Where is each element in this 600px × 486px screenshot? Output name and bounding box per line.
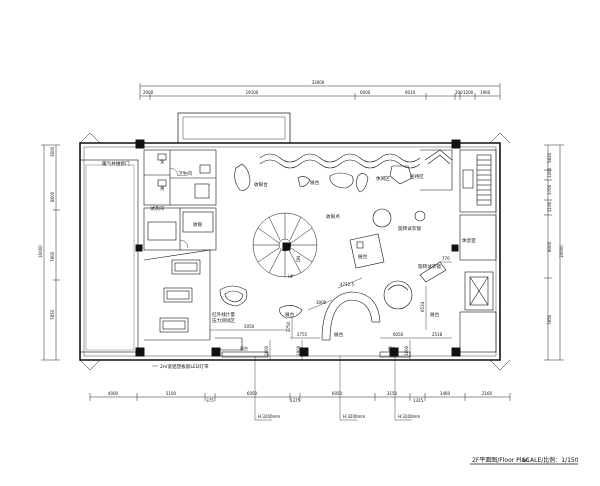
top-dim-2: 19100 bbox=[246, 90, 259, 95]
inner-dim-1: 5050 bbox=[244, 324, 255, 329]
bottom-dim-10: 2160 bbox=[482, 391, 493, 396]
right-dim-4: 2100 bbox=[547, 201, 552, 212]
top-dim-6: 1200 bbox=[463, 90, 474, 95]
left-dim-2: 8600 bbox=[50, 191, 55, 202]
left-dimension-chain bbox=[41, 144, 60, 361]
inner-dim-2: 2755 bbox=[297, 332, 308, 337]
lounge-furniture bbox=[234, 163, 413, 193]
room-east-label: 展台 bbox=[430, 311, 440, 318]
right-dim-1: 5820 bbox=[547, 152, 552, 163]
center-islands bbox=[349, 208, 447, 310]
room-fitting-label: 试衣间 bbox=[150, 205, 164, 212]
room-female-wc-label: 女 bbox=[160, 158, 165, 165]
room-stair-door-label: 暖气井维修门 bbox=[102, 160, 130, 167]
left-rooms bbox=[143, 149, 217, 251]
right-dimension-chain bbox=[544, 144, 564, 361]
bottom-dim-4: 6050 bbox=[247, 391, 258, 396]
inner-dim-10: 1800 bbox=[264, 345, 269, 356]
window-sill-1: 窗台 bbox=[240, 345, 248, 351]
room-red-carpet-label-2: 压力测试区 bbox=[212, 317, 235, 324]
top-total-dim: 33000 bbox=[312, 80, 325, 85]
spiral-stair bbox=[252, 212, 318, 278]
bottom-dim-5: 1375 bbox=[290, 398, 301, 403]
room-led-label: 2m宽铝塑板嵌LED灯带 bbox=[160, 363, 209, 370]
bottom-dim-2: 5100 bbox=[166, 391, 177, 396]
top-dim-4: 6010 bbox=[405, 90, 416, 95]
room-display-label: 展台 bbox=[310, 179, 320, 186]
room-rotating-a-label: 旋转试衣镜 bbox=[398, 225, 421, 232]
right-dim-3: 3700 bbox=[547, 184, 552, 195]
elevation-1: H:3200mm bbox=[258, 414, 280, 419]
room-counter-label: 收银点 bbox=[326, 213, 340, 220]
top-dim-3: 6000 bbox=[360, 90, 371, 95]
left-dim-1: 3600 bbox=[50, 146, 55, 157]
left-lounge bbox=[143, 249, 303, 351]
stair-dn-label: DN bbox=[296, 256, 301, 262]
elevation-callouts bbox=[254, 356, 412, 421]
right-dim-5: 8000 bbox=[547, 241, 552, 252]
bottom-dim-8: 1325 bbox=[413, 398, 424, 403]
inner-dim-5: 2518 bbox=[432, 332, 443, 337]
inner-dim-11: 1800 bbox=[296, 345, 301, 356]
room-stage-b-label: 展台 bbox=[285, 311, 295, 318]
window-sill-2: 窗台 bbox=[388, 345, 396, 351]
corner-office bbox=[420, 149, 453, 191]
bottom-dim-9: 3460 bbox=[440, 391, 451, 396]
curved-stage bbox=[321, 291, 381, 341]
bottom-dim-7: 3150 bbox=[387, 391, 398, 396]
window-sills bbox=[221, 351, 411, 358]
inner-dim-8: 2750 bbox=[286, 321, 291, 332]
right-dim-6: 16000 bbox=[559, 245, 564, 258]
room-male-wc-label: 男 bbox=[160, 186, 165, 192]
bottom-dim-1: 4000 bbox=[108, 391, 119, 396]
inner-dim-4: 6050 bbox=[393, 332, 404, 337]
room-rest-label: 休息室 bbox=[462, 237, 476, 244]
room-cashier-label: 收银 bbox=[193, 221, 203, 228]
stair-up-label: UP bbox=[288, 274, 294, 279]
left-dim-5: 7850 bbox=[50, 309, 55, 320]
inner-dim-9: 4712.5 bbox=[340, 282, 354, 287]
inner-dim-7: 6534 bbox=[420, 301, 425, 312]
bottom-dim-3: 375 bbox=[206, 398, 214, 403]
room-guest-label: 招待区 bbox=[410, 173, 424, 180]
top-dim-7: 1960 bbox=[480, 90, 491, 95]
inner-dimensions bbox=[210, 261, 452, 360]
left-dim-4: 7800 bbox=[50, 251, 55, 262]
inner-dim-6: 770 bbox=[442, 256, 450, 261]
service-core bbox=[459, 149, 497, 353]
right-dim-7: 7850 bbox=[547, 314, 552, 325]
bottom-dimension-chain bbox=[89, 393, 511, 401]
right-dim-2: 1200 bbox=[547, 167, 552, 178]
top-dim-1: 2000 bbox=[143, 90, 154, 95]
room-style-label: 休闲区 bbox=[376, 175, 390, 182]
drawing-title: 2F平面图/Floor Plan bbox=[472, 457, 529, 464]
elevation-3: H:3200mm bbox=[398, 414, 420, 419]
room-bar-label: 收银台 bbox=[254, 181, 268, 188]
top-dimension-chain bbox=[139, 83, 501, 100]
bottom-dim-6: 6050 bbox=[332, 391, 343, 396]
drawing-scale: SCALE/比例：1/150 bbox=[522, 456, 579, 464]
room-washroom-label: 卫生间 bbox=[178, 170, 192, 177]
room-red-carpet-label: 红外线计量 bbox=[212, 311, 235, 318]
elevation-2: H:3200mm bbox=[343, 414, 365, 419]
room-stage-label: 展台 bbox=[358, 253, 368, 260]
top-dim-5: 100 bbox=[455, 90, 463, 95]
room-platform-label: 展台 bbox=[334, 331, 344, 338]
building-shell bbox=[79, 112, 511, 371]
inner-dim-12: 1800 bbox=[404, 345, 409, 356]
wavy-ceiling-lines bbox=[259, 153, 421, 169]
left-dim-3: 16000 bbox=[38, 245, 43, 258]
room-rotating-b-label: 旋转试衣镜 bbox=[418, 263, 441, 270]
inner-dim-3: 3000 bbox=[316, 300, 327, 305]
